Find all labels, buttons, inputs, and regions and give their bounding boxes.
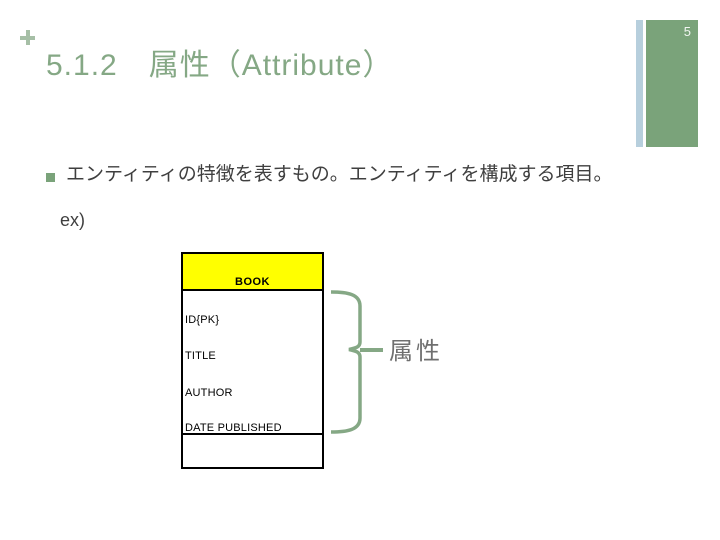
- entity-fields: ID{PK} TITLE AUTHOR DATE PUBLISHED: [183, 291, 322, 435]
- plus-icon: [20, 30, 35, 45]
- entity-field: DATE PUBLISHED: [185, 422, 282, 434]
- page-number: 5: [683, 24, 691, 39]
- entity-field: TITLE: [185, 350, 216, 362]
- entity-footer: [183, 435, 322, 467]
- entity-field: ID{PK}: [185, 314, 220, 326]
- square-bullet-icon: [46, 173, 55, 182]
- entity-title: BOOK: [235, 276, 270, 288]
- entity-header: BOOK: [183, 254, 322, 291]
- entity-box: BOOK ID{PK} TITLE AUTHOR DATE PUBLISHED: [181, 252, 324, 469]
- bullet-text: エンティティの特徴を表すもの。エンティティを構成する項目。: [66, 164, 613, 185]
- curly-brace-icon: [330, 290, 383, 434]
- accent-bar: [636, 20, 643, 147]
- page-number-block: 5: [646, 20, 698, 147]
- page-title: 5.1.2 属性（Attribute）: [46, 49, 394, 82]
- entity-field: AUTHOR: [185, 387, 233, 399]
- brace-label: 属性: [389, 338, 443, 365]
- example-label: ex): [60, 210, 86, 230]
